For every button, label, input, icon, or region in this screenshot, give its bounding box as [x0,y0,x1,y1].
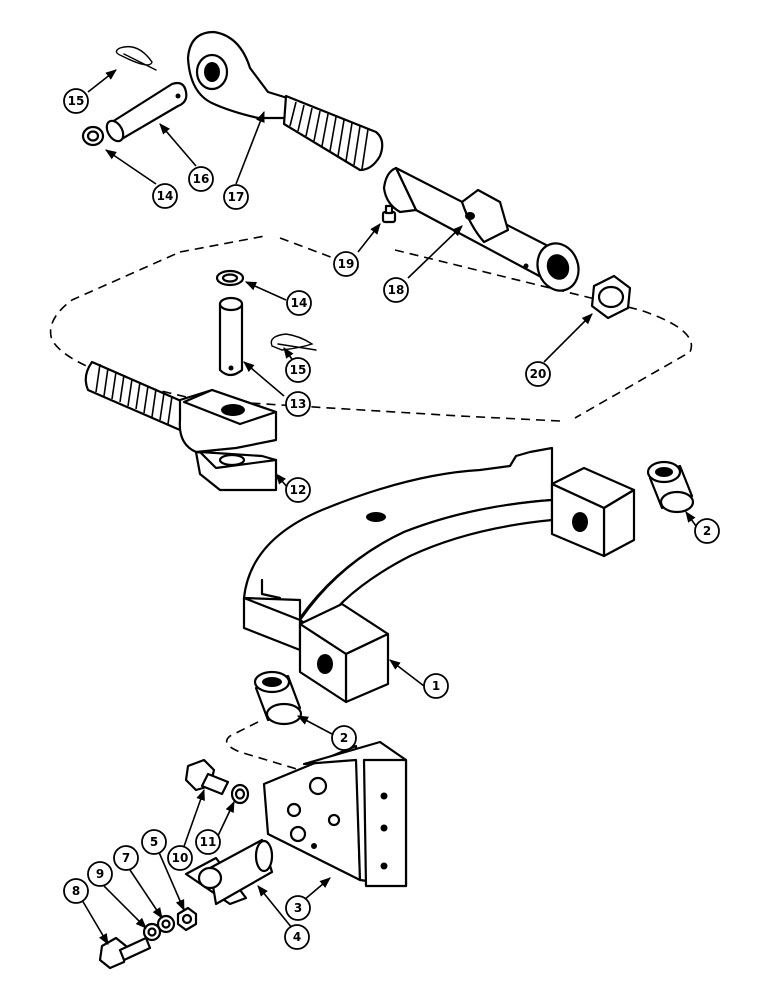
hex-nut [590,274,632,320]
callout-label: 12 [290,483,307,497]
leader-lines [81,69,697,945]
callout-13: 13 [285,391,311,417]
lock-washer-upper [230,783,250,805]
nut-small [176,906,198,932]
cotter-pin-middle [270,333,317,351]
callout-2-right: 2 [694,518,720,544]
snap-ring-upper [81,125,105,147]
callout-20: 20 [525,361,551,387]
cotter-pin-upper [115,45,157,71]
callout-label: 11 [200,835,217,849]
lock-washer-lower [142,922,162,942]
callout-label: 15 [290,363,307,377]
callout-label: 1 [432,679,440,693]
callout-11: 11 [195,829,221,855]
callout-15-middle: 15 [285,357,311,383]
callout-label: 9 [96,867,104,881]
callout-label: 17 [228,190,245,204]
callout-7: 7 [113,845,139,871]
callout-label: 5 [150,835,158,849]
bushing-lower [253,670,303,726]
grease-fitting [381,204,397,224]
callout-3: 3 [285,895,311,921]
locking-pin [184,838,274,906]
callout-label: 18 [388,283,405,297]
callout-label: 10 [172,851,189,865]
callout-label: 2 [703,524,711,538]
callout-14-middle: 14 [286,290,312,316]
mounting-plate [262,740,408,888]
clevis-pin-middle [218,296,244,377]
callout-label: 3 [294,901,302,915]
callout-label: 20 [530,367,547,381]
callout-label: 8 [72,884,80,898]
snap-ring-middle [215,269,245,287]
callout-19: 19 [333,251,359,277]
callout-10: 10 [167,845,193,871]
callout-8: 8 [63,878,89,904]
cap-screw-lower [98,936,152,970]
adjuster-tube [382,166,580,292]
callout-17: 17 [223,184,249,210]
callout-18: 18 [383,277,409,303]
callout-label: 19 [338,257,355,271]
clevis-pin-upper [105,81,188,143]
arc-bracket [242,446,636,704]
callout-12: 12 [285,477,311,503]
callout-5: 5 [141,829,167,855]
flat-washer [156,914,176,934]
callout-9: 9 [87,861,113,887]
callout-label: 14 [157,189,174,203]
threaded-clevis [84,360,278,492]
rod-end [186,30,384,172]
callout-label: 15 [68,94,85,108]
callout-label: 16 [193,172,210,186]
callout-label: 7 [122,851,130,865]
cap-screw-upper [184,758,230,796]
callout-label: 14 [291,296,308,310]
callout-label: 4 [293,930,301,944]
callout-label: 2 [340,731,348,745]
callout-2-lower: 2 [331,725,357,751]
callout-4: 4 [284,924,310,950]
callout-label: 13 [290,397,307,411]
callout-14-upper: 14 [152,183,178,209]
callout-15-upper: 15 [63,88,89,114]
callout-1: 1 [423,673,449,699]
bushing-right [646,460,695,514]
callout-16: 16 [188,166,214,192]
